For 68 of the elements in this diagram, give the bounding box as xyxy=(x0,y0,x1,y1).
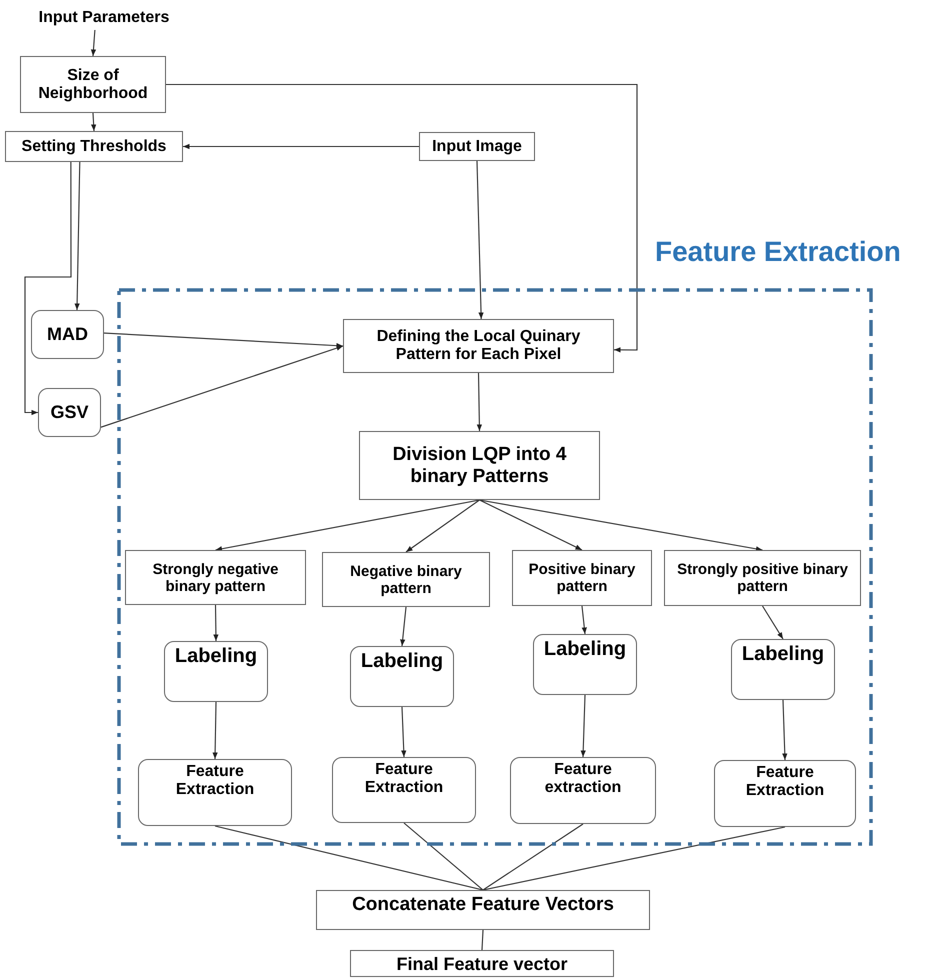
rounded-process-box xyxy=(533,634,637,695)
box-text: Labeling xyxy=(742,643,824,666)
process-box xyxy=(359,431,600,500)
input-label: Input Parameters xyxy=(28,6,180,30)
arrow xyxy=(213,605,219,641)
rounded-process-box xyxy=(138,759,292,826)
arrow xyxy=(400,606,407,646)
rounded-process-box xyxy=(350,646,454,707)
rounded-process-box xyxy=(164,641,268,702)
box-text: Feature Extraction xyxy=(364,761,444,797)
box-text: GSV xyxy=(50,402,88,423)
box-text: Strongly negative binary pattern xyxy=(152,560,280,594)
arrow xyxy=(100,345,344,428)
process-box xyxy=(322,552,490,607)
arrow xyxy=(212,702,218,759)
process-box xyxy=(343,319,614,373)
connector-line xyxy=(481,930,484,950)
rounded-process-box xyxy=(31,310,104,359)
box-text: Feature Extraction xyxy=(744,764,826,800)
box-text: Defining the Local Quinary Pattern for Each Pixel xyxy=(376,328,582,364)
arrow xyxy=(479,499,763,552)
arrow xyxy=(762,606,784,640)
box-text: Labeling xyxy=(360,650,444,673)
region-heading: Feature Extraction xyxy=(655,236,901,268)
process-box xyxy=(125,550,306,605)
arrow xyxy=(215,499,480,552)
arrow xyxy=(166,84,638,352)
box-text: Strongly positive binary pattern xyxy=(676,561,849,595)
arrow xyxy=(580,694,586,758)
arrow xyxy=(476,373,482,431)
rounded-process-box xyxy=(38,388,101,437)
process-box xyxy=(512,550,652,606)
arrow xyxy=(479,500,582,550)
arrow xyxy=(581,606,587,634)
box-text: Setting Thresholds xyxy=(22,138,166,156)
process-box xyxy=(316,890,650,930)
arrow xyxy=(476,160,484,320)
arrow xyxy=(24,162,72,416)
arrow xyxy=(782,700,788,760)
process-box xyxy=(20,56,166,113)
rounded-process-box xyxy=(332,757,476,823)
arrow xyxy=(90,30,96,56)
process-box xyxy=(350,950,614,977)
box-text: Final Feature vector xyxy=(396,954,568,975)
box-text: Feature extraction xyxy=(544,761,622,797)
rounded-process-box xyxy=(714,760,856,827)
box-text: Negative binary pattern xyxy=(349,562,463,596)
box-text: Size of Neighborhood xyxy=(37,66,149,102)
rounded-process-box xyxy=(510,757,656,824)
process-box xyxy=(664,550,861,606)
rounded-process-box xyxy=(731,639,835,700)
box-text: Positive binary pattern xyxy=(528,561,636,595)
arrow xyxy=(183,144,419,150)
arrow xyxy=(401,706,406,758)
box-text: Input Image xyxy=(432,138,522,156)
box-text: Labeling xyxy=(544,638,626,661)
process-box xyxy=(5,131,183,162)
box-text: Feature Extraction xyxy=(174,763,256,799)
arrow xyxy=(91,112,96,132)
box-text: Labeling xyxy=(174,645,258,668)
arrow xyxy=(74,162,80,310)
process-box xyxy=(419,132,535,161)
arrow xyxy=(104,332,344,348)
arrow xyxy=(406,500,480,552)
box-text: Concatenate Feature Vectors xyxy=(352,894,614,916)
box-text: Division LQP into 4 binary Patterns xyxy=(392,444,568,488)
connector-line xyxy=(404,822,484,890)
box-text: MAD xyxy=(47,324,88,345)
